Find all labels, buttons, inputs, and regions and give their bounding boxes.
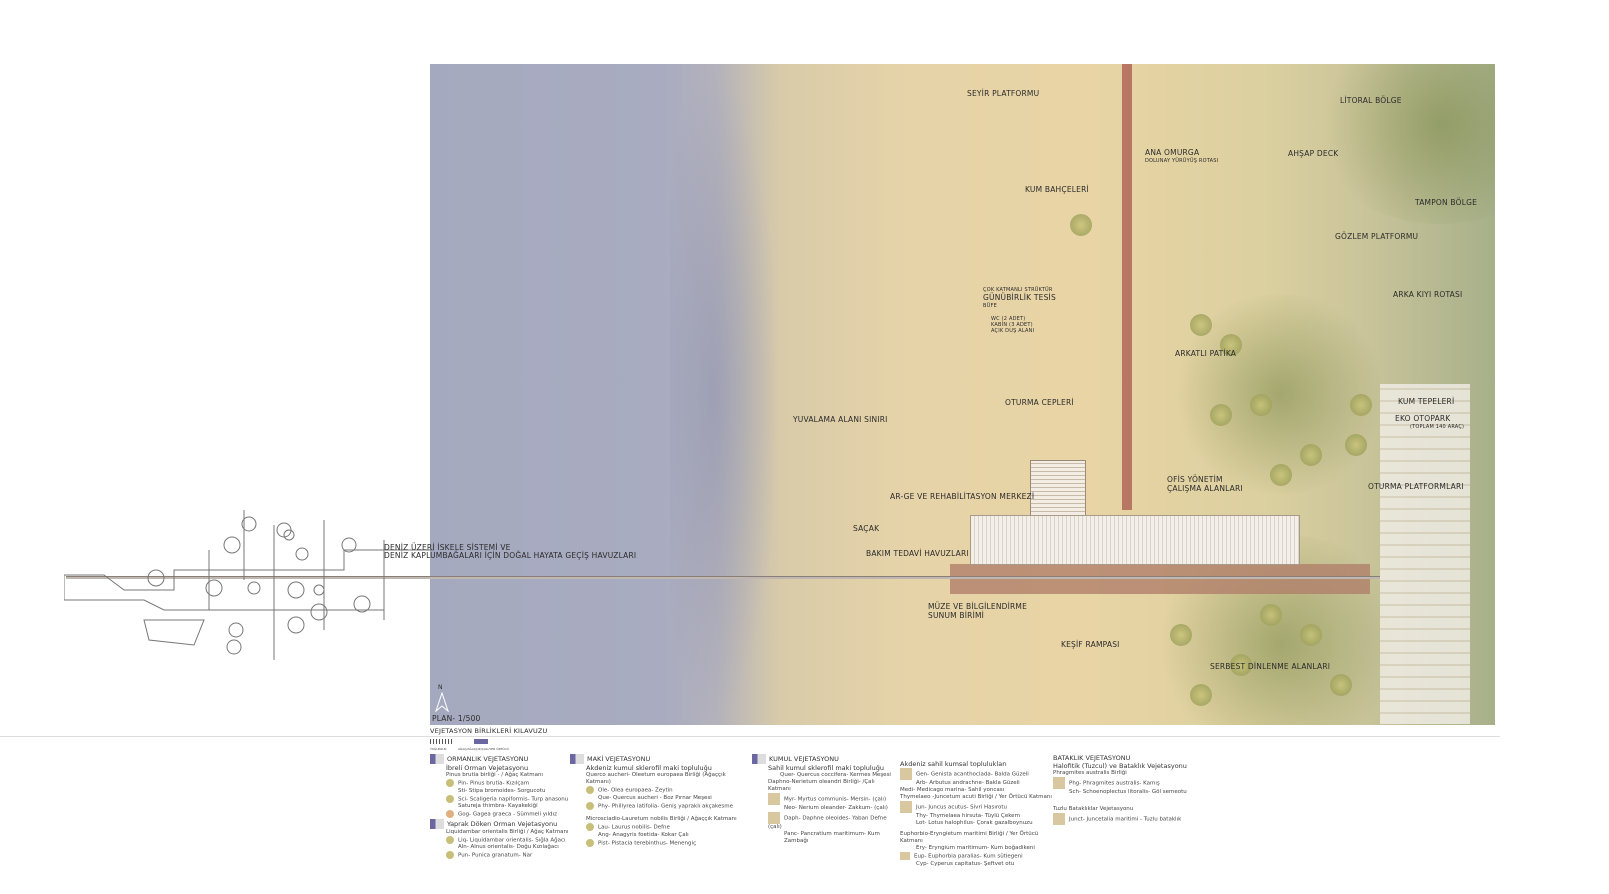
label-kabin: KABİN (3 ADET) bbox=[991, 322, 1033, 328]
label-sacak: SAÇAK bbox=[853, 524, 880, 533]
tree-symbol bbox=[1300, 624, 1322, 646]
site-plan-map bbox=[430, 64, 1495, 725]
legend-ormanlik: ORMANLIK VEJETASYONU İbreli Orman Vejeta… bbox=[430, 754, 570, 860]
label-arge: AR-GE VE REHABİLİTASYON MERKEZİ bbox=[890, 492, 1035, 501]
tree-symbol bbox=[1210, 404, 1232, 426]
tree-symbol bbox=[1350, 394, 1372, 416]
label-muze: MÜZE VE BİLGİLENDİRME bbox=[928, 602, 1028, 611]
label-bakim: BAKIM TEDAVİ HAVUZLARI bbox=[866, 549, 969, 558]
plaza bbox=[950, 564, 1370, 594]
label-kum-bahce: KUM BAHÇELERİ bbox=[1025, 185, 1089, 194]
label-tampon: TAMPON BÖLGE bbox=[1415, 198, 1478, 207]
tree-symbol bbox=[1170, 624, 1192, 646]
label-gozlem: GÖZLEM PLATFORMU bbox=[1335, 232, 1419, 241]
label-ofis: OFİS YÖNETİM bbox=[1167, 475, 1223, 484]
legend-maki: MAKİ VEJETASYONU Akdeniz kumul sklerofil… bbox=[570, 754, 745, 847]
label-otopark-sub: (TOPLAM 140 ARAÇ) bbox=[1410, 424, 1465, 430]
legend-keys: YOĞUNLUK AĞAÇ/AĞAÇÇIK/ÇALI/YER ÖRTÜCÜ bbox=[430, 739, 509, 751]
tree-symbol bbox=[1270, 464, 1292, 486]
label-kum-tepe: KUM TEPELERİ bbox=[1398, 397, 1455, 406]
label-arka-kiyi: ARKA KIYI ROTASI bbox=[1393, 290, 1463, 299]
label-oturma-plat: OTURMA PLATFORMLARI bbox=[1368, 482, 1464, 491]
main-building bbox=[970, 515, 1300, 565]
legend-title: VEJETASYON BİRLİKLERİ KILAVUZU bbox=[430, 727, 548, 735]
pier-line bbox=[66, 576, 1380, 579]
north-label: N bbox=[438, 684, 443, 691]
label-muze-2: SUNUM BİRİMİ bbox=[928, 611, 985, 620]
tree-symbol bbox=[1300, 444, 1322, 466]
label-yuvalama: YUVALAMA ALANI SINIRI bbox=[793, 415, 888, 424]
label-wc: WC (2 ADET) bbox=[991, 316, 1026, 322]
legend-kumul: KUMUL VEJETASYONU Sahil kumul sklerofil … bbox=[752, 754, 897, 845]
tree-symbol bbox=[1190, 314, 1212, 336]
label-oturma-cep: OTURMA CEPLERİ bbox=[1005, 398, 1074, 407]
tree-symbol bbox=[1190, 684, 1212, 706]
label-kesif: KEŞİF RAMPASI bbox=[1061, 640, 1120, 649]
tree-symbol bbox=[1345, 434, 1367, 456]
research-building bbox=[1030, 460, 1086, 520]
label-deck: AHŞAP DECK bbox=[1288, 149, 1339, 158]
legend-sahil: Akdeniz sahil kumsal toplulukları Gen- G… bbox=[900, 760, 1052, 867]
label-cok-katman: ÇOK KATMANLI STRÜKTÜR bbox=[983, 287, 1053, 293]
label-litoral: LİTORAL BÖLGE bbox=[1340, 96, 1402, 105]
label-bufe: BÜFE bbox=[983, 303, 997, 309]
tree-symbol bbox=[1070, 214, 1092, 236]
sea-label-1: DENİZ ÜZERİ İSKELE SİSTEMİ VE bbox=[384, 543, 511, 552]
label-seyir: SEYİR PLATFORMU bbox=[967, 89, 1040, 98]
label-arkatli: ARKATLI PATİKA bbox=[1175, 349, 1237, 358]
tree-symbol bbox=[1250, 394, 1272, 416]
tree-symbol bbox=[1230, 654, 1252, 676]
tree-symbol bbox=[1330, 674, 1352, 696]
label-ofis-2: ÇALIŞMA ALANLARI bbox=[1167, 484, 1243, 493]
label-dus: AÇIK DUŞ ALANI bbox=[991, 328, 1035, 334]
shoreline bbox=[670, 64, 780, 725]
main-spine-boardwalk bbox=[1122, 64, 1132, 510]
label-serbest: SERBEST DİNLENME ALANLARI bbox=[1210, 662, 1331, 671]
label-omurga-sub: DOLUNAY YÜRÜYÜŞ ROTASI bbox=[1145, 158, 1219, 164]
label-otopark: EKO OTOPARK bbox=[1395, 414, 1451, 423]
label-gunubirlik: GÜNÜBİRLİK TESİS bbox=[983, 293, 1056, 302]
tree-symbol bbox=[1260, 604, 1282, 626]
sea-pier-system-drawing bbox=[64, 510, 434, 660]
sea-label-2: DENİZ KAPLUMBAĞALARI İÇİN DOĞAL HAYATA G… bbox=[384, 551, 637, 560]
divider bbox=[0, 736, 1500, 737]
legend-bataklik: BATAKLIK VEJETASYONU Halofitik (Tuzcul) … bbox=[1053, 754, 1203, 825]
north-arrow-icon bbox=[435, 692, 449, 712]
plan-scale: PLAN- 1/500 bbox=[432, 714, 481, 723]
label-omurga: ANA OMURGA bbox=[1145, 148, 1200, 157]
eco-parking bbox=[1380, 384, 1470, 724]
tree-symbol bbox=[1220, 334, 1242, 356]
